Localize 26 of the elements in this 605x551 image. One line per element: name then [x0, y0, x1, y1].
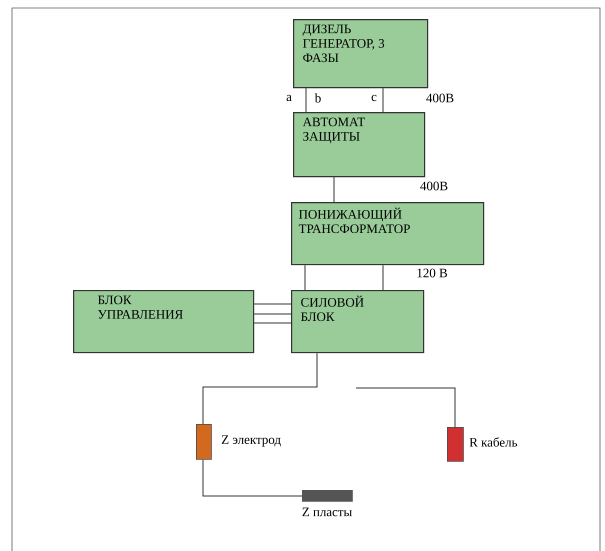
block-box: БЛОК УПРАВЛЕНИЯ	[73, 290, 254, 354]
wire	[254, 322, 292, 324]
block-box: СИЛОВОЙ БЛОК	[291, 290, 424, 354]
wire	[382, 88, 384, 112]
label-letter: a	[286, 94, 292, 102]
plate-bar	[302, 490, 353, 502]
wire	[254, 313, 292, 314]
label-letter: b	[314, 93, 321, 103]
component-label: R кабель	[470, 437, 518, 447]
voltage-label: 120 В	[418, 268, 448, 278]
resistor-symbol	[196, 424, 212, 460]
voltage-label: 400В	[426, 94, 454, 102]
label-letter: c	[372, 94, 376, 102]
wire	[382, 264, 384, 290]
block-box: ПОНИЖАЮЩИЙ ТРАНСФОРМАТОР	[291, 202, 484, 266]
component-label: Z пласты	[302, 508, 352, 516]
wire	[202, 352, 318, 424]
component-label: Z электрод	[222, 435, 281, 447]
voltage-label: 400В	[420, 182, 448, 190]
block-box: АВТОМАТ ЗАЩИТЫ	[293, 112, 426, 178]
wire	[202, 459, 302, 496]
block-box: ДИЗЕЛЬ ГЕНЕРАТОР, 3 ФАЗЫ	[293, 19, 428, 88]
wire	[254, 303, 292, 304]
wire	[304, 264, 306, 290]
wire	[356, 387, 456, 428]
resistor-symbol	[447, 426, 464, 462]
